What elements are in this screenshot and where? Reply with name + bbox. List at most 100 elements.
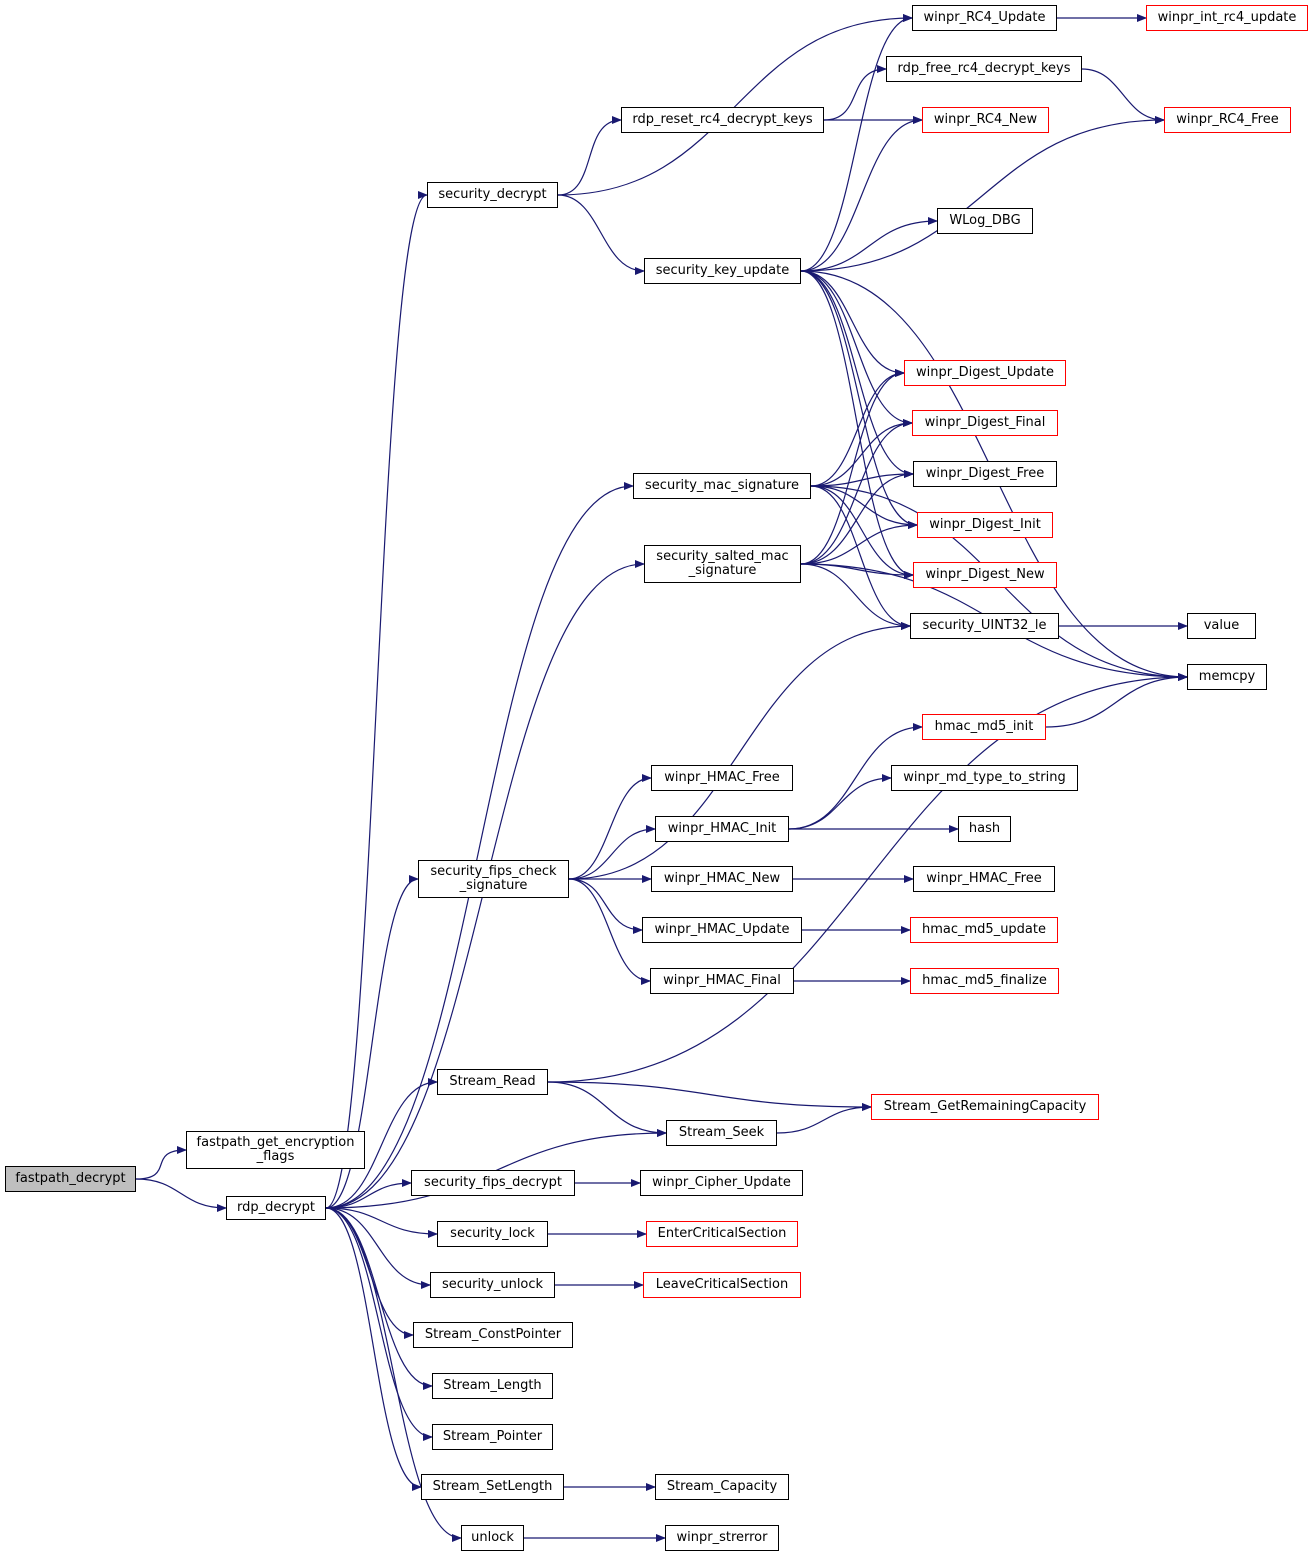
node-winpr-rc4-update[interactable]: winpr_RC4_Update	[912, 5, 1057, 31]
node-value[interactable]: value	[1187, 613, 1256, 639]
node-security-fips-decrypt[interactable]: security_fips_decrypt	[411, 1170, 575, 1196]
edge-rdp-reset-rc4-decrypt-keys-to-rdp-free-rc4-decrypt-keys	[823, 65, 887, 121]
node-label: winpr_HMAC_Free	[664, 770, 780, 785]
node-label: Stream_Pointer	[442, 1429, 543, 1444]
node-label: winpr_HMAC_New	[663, 871, 781, 886]
node-label: winpr_HMAC_Free	[926, 871, 1042, 886]
edge-hmac-md5-init-to-memcpy	[1045, 673, 1188, 728]
edge-security-salted-mac-signature-to-winpr-digest-update	[800, 369, 905, 565]
node-winpr-digest-final[interactable]: winpr_Digest_Final	[912, 410, 1058, 436]
node-stream-length[interactable]: Stream_Length	[432, 1373, 553, 1399]
edge-security-mac-signature-to-winpr-digest-update	[810, 369, 905, 487]
node-winpr-int-rc4-update[interactable]: winpr_int_rc4_update	[1146, 5, 1308, 31]
node-label: security_lock	[450, 1226, 535, 1241]
edge-rdp-decrypt-to-security-decrypt	[325, 191, 428, 1209]
edge-security-mac-signature-to-winpr-digest-init	[810, 485, 918, 529]
node-winpr-md-type-to-string[interactable]: winpr_md_type_to_string	[891, 765, 1078, 791]
edge-security-key-update-to-winpr-rc4-update	[800, 14, 913, 272]
edge-rdp-decrypt-to-unlock	[325, 1207, 462, 1542]
node-memcpy[interactable]: memcpy	[1187, 664, 1267, 690]
node-label: Stream_Capacity	[666, 1479, 778, 1494]
node-label: security_unlock	[441, 1277, 544, 1292]
node-label: security_mac_signature	[645, 478, 799, 493]
node-hash[interactable]: hash	[958, 816, 1011, 842]
node-stream-pointer[interactable]: Stream_Pointer	[432, 1424, 553, 1450]
edge-security-fips-check-signature-to-winpr-hmac-update	[568, 878, 643, 934]
node-winpr-digest-free[interactable]: winpr_Digest_Free	[913, 461, 1057, 487]
edge-security-salted-mac-signature-to-winpr-digest-init	[800, 521, 918, 565]
node-winpr-hmac-free-a[interactable]: winpr_HMAC_Free	[651, 765, 793, 791]
node-leavecriticalsection[interactable]: LeaveCriticalSection	[643, 1272, 801, 1298]
node-label: winpr_HMAC_Update	[654, 922, 790, 937]
node-fastpath-decrypt: fastpath_decrypt	[5, 1166, 136, 1192]
node-winpr-digest-update[interactable]: winpr_Digest_Update	[904, 360, 1066, 386]
node-winpr-hmac-free-b[interactable]: winpr_HMAC_Free	[913, 866, 1055, 892]
node-stream-capacity[interactable]: Stream_Capacity	[655, 1474, 789, 1500]
edge-rdp-decrypt-to-stream-length	[325, 1207, 433, 1390]
node-hmac-md5-update[interactable]: hmac_md5_update	[910, 917, 1058, 943]
node-winpr-hmac-update[interactable]: winpr_HMAC_Update	[642, 917, 802, 943]
edge-stream-read-to-stream-getremainingcapacity	[547, 1081, 872, 1111]
node-security-lock[interactable]: security_lock	[437, 1221, 548, 1247]
node-label: winpr_Digest_Init	[929, 517, 1041, 532]
node-winpr-digest-new[interactable]: winpr_Digest_New	[913, 562, 1057, 588]
node-winpr-strerror[interactable]: winpr_strerror	[665, 1525, 779, 1551]
node-stream-setlength[interactable]: Stream_SetLength	[421, 1474, 564, 1500]
node-winpr-rc4-new[interactable]: winpr_RC4_New	[922, 107, 1049, 133]
node-winpr-rc4-free[interactable]: winpr_RC4_Free	[1164, 107, 1291, 133]
node-stream-read[interactable]: Stream_Read	[437, 1069, 548, 1095]
node-stream-seek[interactable]: Stream_Seek	[666, 1120, 777, 1146]
edge-rdp-decrypt-to-security-mac-signature	[325, 482, 634, 1209]
node-security-unlock[interactable]: security_unlock	[430, 1272, 555, 1298]
edge-rdp-decrypt-to-security-fips-check-signature	[325, 875, 419, 1209]
edge-security-decrypt-to-rdp-reset-rc4-decrypt-keys	[557, 116, 622, 196]
edge-rdp-decrypt-to-stream-pointer	[325, 1207, 433, 1441]
node-security-key-update[interactable]: security_key_update	[644, 258, 801, 284]
edge-security-decrypt-to-winpr-rc4-update	[557, 14, 913, 196]
node-unlock[interactable]: unlock	[461, 1525, 524, 1551]
edge-security-salted-mac-signature-to-winpr-digest-final	[800, 419, 913, 565]
edge-security-mac-signature-to-winpr-digest-final	[810, 419, 913, 487]
node-winpr-digest-init[interactable]: winpr_Digest_Init	[917, 512, 1053, 538]
node-fastpath-get-encryption-flags[interactable]: fastpath_get_encryption _flags	[186, 1131, 365, 1169]
node-label: Stream_GetRemainingCapacity	[883, 1099, 1087, 1114]
node-hmac-md5-finalize[interactable]: hmac_md5_finalize	[910, 968, 1059, 994]
node-security-salted-mac-signature[interactable]: security_salted_mac _signature	[644, 545, 801, 583]
node-label: WLog_DBG	[949, 213, 1021, 228]
node-winpr-cipher-update[interactable]: winpr_Cipher_Update	[640, 1170, 803, 1196]
node-security-mac-signature[interactable]: security_mac_signature	[633, 473, 811, 499]
node-label: security_decrypt	[438, 187, 547, 202]
node-label: winpr_Cipher_Update	[652, 1175, 791, 1190]
node-label: Stream_ConstPointer	[424, 1327, 562, 1342]
node-security-uint32-le[interactable]: security_UINT32_le	[910, 613, 1059, 639]
edge-security-key-update-to-wlog-dbg	[800, 217, 938, 272]
edge-security-key-update-to-winpr-digest-update	[800, 270, 905, 377]
node-label: winpr_RC4_New	[933, 112, 1038, 127]
edge-security-key-update-to-winpr-rc4-new	[800, 116, 923, 272]
edge-rdp-decrypt-to-stream-read	[325, 1078, 438, 1209]
edge-fastpath-decrypt-to-fastpath-get-encryption-flags	[135, 1146, 187, 1180]
edge-rdp-decrypt-to-security-lock	[325, 1207, 438, 1238]
node-rdp-free-rc4-decrypt-keys[interactable]: rdp_free_rc4_decrypt_keys	[886, 56, 1082, 82]
node-security-fips-check-signature[interactable]: security_fips_check _signature	[418, 860, 569, 898]
node-stream-constpointer[interactable]: Stream_ConstPointer	[413, 1322, 573, 1348]
node-winpr-hmac-new[interactable]: winpr_HMAC_New	[651, 866, 793, 892]
node-label: hash	[968, 821, 1001, 836]
node-label: security_key_update	[655, 263, 790, 278]
edge-security-fips-check-signature-to-winpr-hmac-init	[568, 825, 656, 880]
node-winpr-hmac-init[interactable]: winpr_HMAC_Init	[655, 816, 789, 842]
edge-security-key-update-to-winpr-digest-final	[800, 270, 913, 427]
node-wlog-dbg[interactable]: WLog_DBG	[937, 208, 1033, 234]
node-label: security_UINT32_le	[922, 618, 1047, 633]
node-label: rdp_free_rc4_decrypt_keys	[897, 61, 1071, 76]
node-label: winpr_Digest_Final	[924, 415, 1046, 430]
node-label: hmac_md5_finalize	[922, 973, 1047, 988]
node-stream-getremainingcapacity[interactable]: Stream_GetRemainingCapacity	[871, 1094, 1099, 1120]
node-rdp-reset-rc4-decrypt-keys[interactable]: rdp_reset_rc4_decrypt_keys	[621, 107, 824, 133]
node-security-decrypt[interactable]: security_decrypt	[427, 182, 558, 208]
node-hmac-md5-init[interactable]: hmac_md5_init	[922, 714, 1046, 740]
node-rdp-decrypt[interactable]: rdp_decrypt	[226, 1196, 326, 1220]
node-winpr-hmac-final[interactable]: winpr_HMAC_Final	[650, 968, 794, 994]
node-entercriticalsection[interactable]: EnterCriticalSection	[646, 1221, 798, 1247]
